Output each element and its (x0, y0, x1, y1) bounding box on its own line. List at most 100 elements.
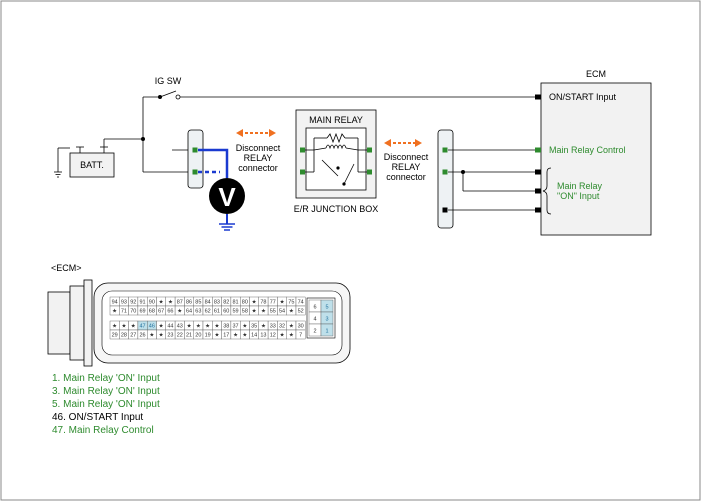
pin-label: ★ (214, 332, 219, 339)
pin-label: ★ (177, 308, 182, 315)
pin-label: ★ (289, 332, 294, 339)
pin-label: ★ (168, 299, 173, 306)
pin-label: ★ (252, 299, 257, 306)
pin-label: 28 (121, 333, 127, 339)
pin-label: 32 (279, 324, 285, 330)
pin-label: ★ (131, 323, 136, 330)
side-pin-label: 3 (325, 316, 328, 322)
voltmeter: V (209, 178, 245, 231)
pin-label: 44 (167, 324, 173, 330)
disconnect-label-right-3: connector (386, 172, 426, 182)
pin-label: 85 (195, 300, 201, 306)
pin-label: 33 (270, 324, 276, 330)
pin-label: 77 (270, 300, 276, 306)
pin-label: ★ (289, 308, 294, 315)
side-pin-label: 2 (313, 328, 316, 334)
main-relay-on-input-label-1: Main Relay (557, 181, 603, 191)
disconnect-label-left-2: RELAY (244, 153, 273, 163)
pin-label: 21 (186, 333, 192, 339)
pin-label: 69 (139, 309, 145, 315)
pin-label: 75 (288, 300, 294, 306)
pin-label: 66 (167, 309, 173, 315)
legend-item-5: 5. Main Relay 'ON' Input (52, 399, 160, 410)
pin-label: 55 (270, 309, 276, 315)
voltmeter-probe-wires (198, 148, 229, 178)
pin-label: 26 (139, 333, 145, 339)
pin-label: 63 (195, 309, 201, 315)
pin-label: 90 (149, 300, 155, 306)
main-relay-on-input-label-2: "ON" Input (557, 191, 600, 201)
pin-label: 78 (260, 300, 266, 306)
right-relay-connector (437, 129, 454, 229)
pin-label: 13 (260, 333, 266, 339)
pin-label: 83 (214, 300, 220, 306)
pin-label: 91 (139, 300, 145, 306)
pin-label: 52 (298, 309, 304, 315)
pin-label: 30 (298, 324, 304, 330)
pin-label: ★ (214, 323, 219, 330)
pin-label: 67 (158, 309, 164, 315)
voltmeter-symbol: V (218, 182, 236, 212)
disconnect-label-left-3: connector (238, 163, 278, 173)
legend-item-1: 1. Main Relay 'ON' Input (52, 373, 160, 384)
pin-label: ★ (159, 332, 164, 339)
main-relay-control-label: Main Relay Control (549, 145, 626, 155)
pin-label: 70 (130, 309, 136, 315)
pin-label: 12 (270, 333, 276, 339)
disconnect-arrow-right (384, 139, 422, 147)
pin-label: ★ (112, 308, 117, 315)
ecm-module: ECM ON/START Input Main Relay Control Ma… (535, 69, 652, 236)
pin-label: 82 (223, 300, 229, 306)
pin-label: 94 (112, 300, 118, 306)
battery-label: BATT. (80, 160, 104, 170)
pin-cell (295, 329, 306, 340)
side-pin-label: 5 (325, 304, 328, 310)
pin-label: 58 (242, 309, 248, 315)
disconnect-label-right-1: Disconnect (384, 152, 429, 162)
pin-label: 17 (223, 333, 229, 339)
side-pin-cell (320, 323, 334, 337)
disconnect-label-left-1: Disconnect (236, 143, 281, 153)
pin-label: 14 (251, 333, 257, 339)
pin-label: 93 (121, 300, 127, 306)
battery: BATT. (69, 146, 115, 178)
side-pin-label: 1 (325, 328, 328, 334)
pin-label: 7 (299, 333, 302, 339)
pin-label: 68 (149, 309, 155, 315)
pin-label: ★ (159, 299, 164, 306)
pin-label: ★ (261, 308, 266, 315)
on-start-input-label: ON/START Input (549, 92, 617, 102)
pin-label: ★ (252, 308, 257, 315)
pin-label: ★ (159, 323, 164, 330)
pin-label: 84 (205, 300, 211, 306)
pin-label: ★ (242, 323, 247, 330)
left-relay-connector (187, 129, 204, 189)
pin-label: ★ (149, 332, 154, 339)
pin-label: 38 (223, 324, 229, 330)
side-pin-label: 6 (313, 304, 316, 310)
ecm-label: ECM (586, 69, 606, 79)
pin-label: 59 (232, 309, 238, 315)
pin-label: 27 (130, 333, 136, 339)
pin-label: 43 (177, 324, 183, 330)
ecm-connector-title: <ECM> (51, 263, 82, 273)
pin-label: ★ (280, 332, 285, 339)
pin-label: 81 (232, 300, 238, 306)
pin-label: 62 (205, 309, 211, 315)
pin-label: 37 (232, 324, 238, 330)
junction-box-label: E/R JUNCTION BOX (294, 204, 379, 214)
pin-label: ★ (233, 332, 238, 339)
pin-label: 47 (139, 324, 145, 330)
side-pin-label: 4 (313, 316, 316, 322)
pin-label: 64 (186, 309, 192, 315)
pin-cell (295, 305, 306, 316)
ecm-side-pins: 6 5 4 3 2 1 (306, 297, 336, 339)
pin-label: ★ (196, 323, 201, 330)
pin-label: 80 (242, 300, 248, 306)
pin-label: 86 (186, 300, 192, 306)
pin-label: 35 (251, 324, 257, 330)
